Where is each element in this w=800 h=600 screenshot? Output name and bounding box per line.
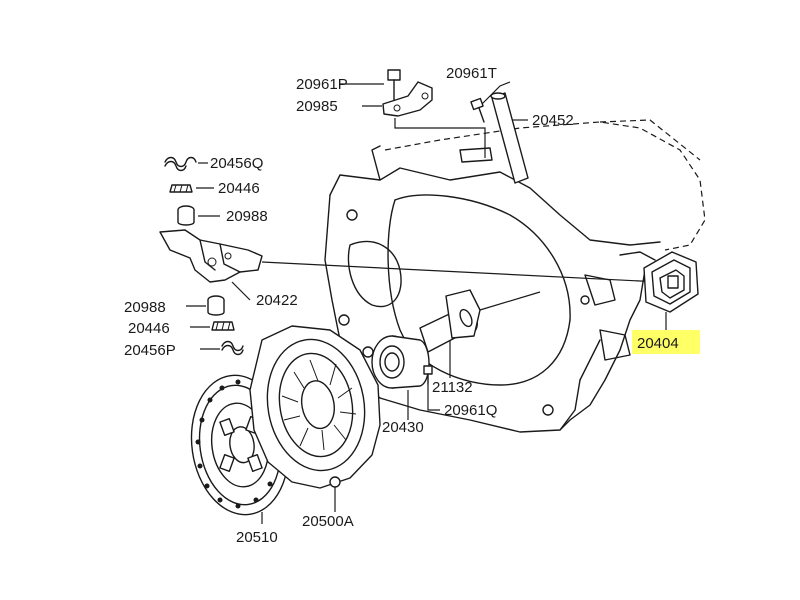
- pressure-plate-part: [249, 325, 381, 512]
- label-21132: 21132: [432, 379, 473, 396]
- clip-20446-low-part: [190, 321, 235, 331]
- bearing-sleeve-part: [419, 289, 541, 378]
- label-20422: 20422: [256, 292, 298, 309]
- dust-boot-part: [643, 251, 699, 330]
- label-20404: 20404: [637, 335, 679, 352]
- label-20446-top: 20446: [218, 180, 260, 197]
- label-20988-top: 20988: [226, 208, 268, 225]
- label-20961T: 20961T: [446, 65, 497, 82]
- bolt-20961Q-part: [423, 365, 440, 411]
- label-20988-low: 20988: [124, 299, 166, 316]
- release-bearing-part: [371, 335, 430, 420]
- bolt-20961T-part: [470, 81, 511, 123]
- bushing-20988-low-part: [186, 295, 225, 316]
- label-20452: 20452: [532, 112, 574, 129]
- label-20430: 20430: [382, 419, 424, 436]
- label-20985: 20985: [296, 98, 338, 115]
- spring-20456P-part: [200, 340, 244, 356]
- label-20500A: 20500A: [302, 513, 354, 530]
- highlight-box: [632, 330, 700, 354]
- label-20510: 20510: [236, 529, 278, 546]
- transmission-housing: [324, 119, 706, 433]
- spring-20456Q-part: [164, 156, 208, 172]
- part-labels: 20961P 20985 20961T 20452 20456Q 20446 2…: [124, 65, 700, 546]
- clip-20446-top-part: [169, 184, 214, 193]
- label-20961P: 20961P: [296, 76, 348, 93]
- label-20456Q: 20456Q: [210, 155, 263, 172]
- bracket-part: [340, 69, 486, 158]
- label-20446-low: 20446: [128, 320, 170, 337]
- label-20456P: 20456P: [124, 342, 176, 359]
- bushing-20988-top-part: [177, 205, 220, 226]
- release-fork-part: [159, 229, 661, 301]
- shift-shaft-part: [490, 92, 529, 184]
- label-20961Q: 20961Q: [444, 402, 497, 419]
